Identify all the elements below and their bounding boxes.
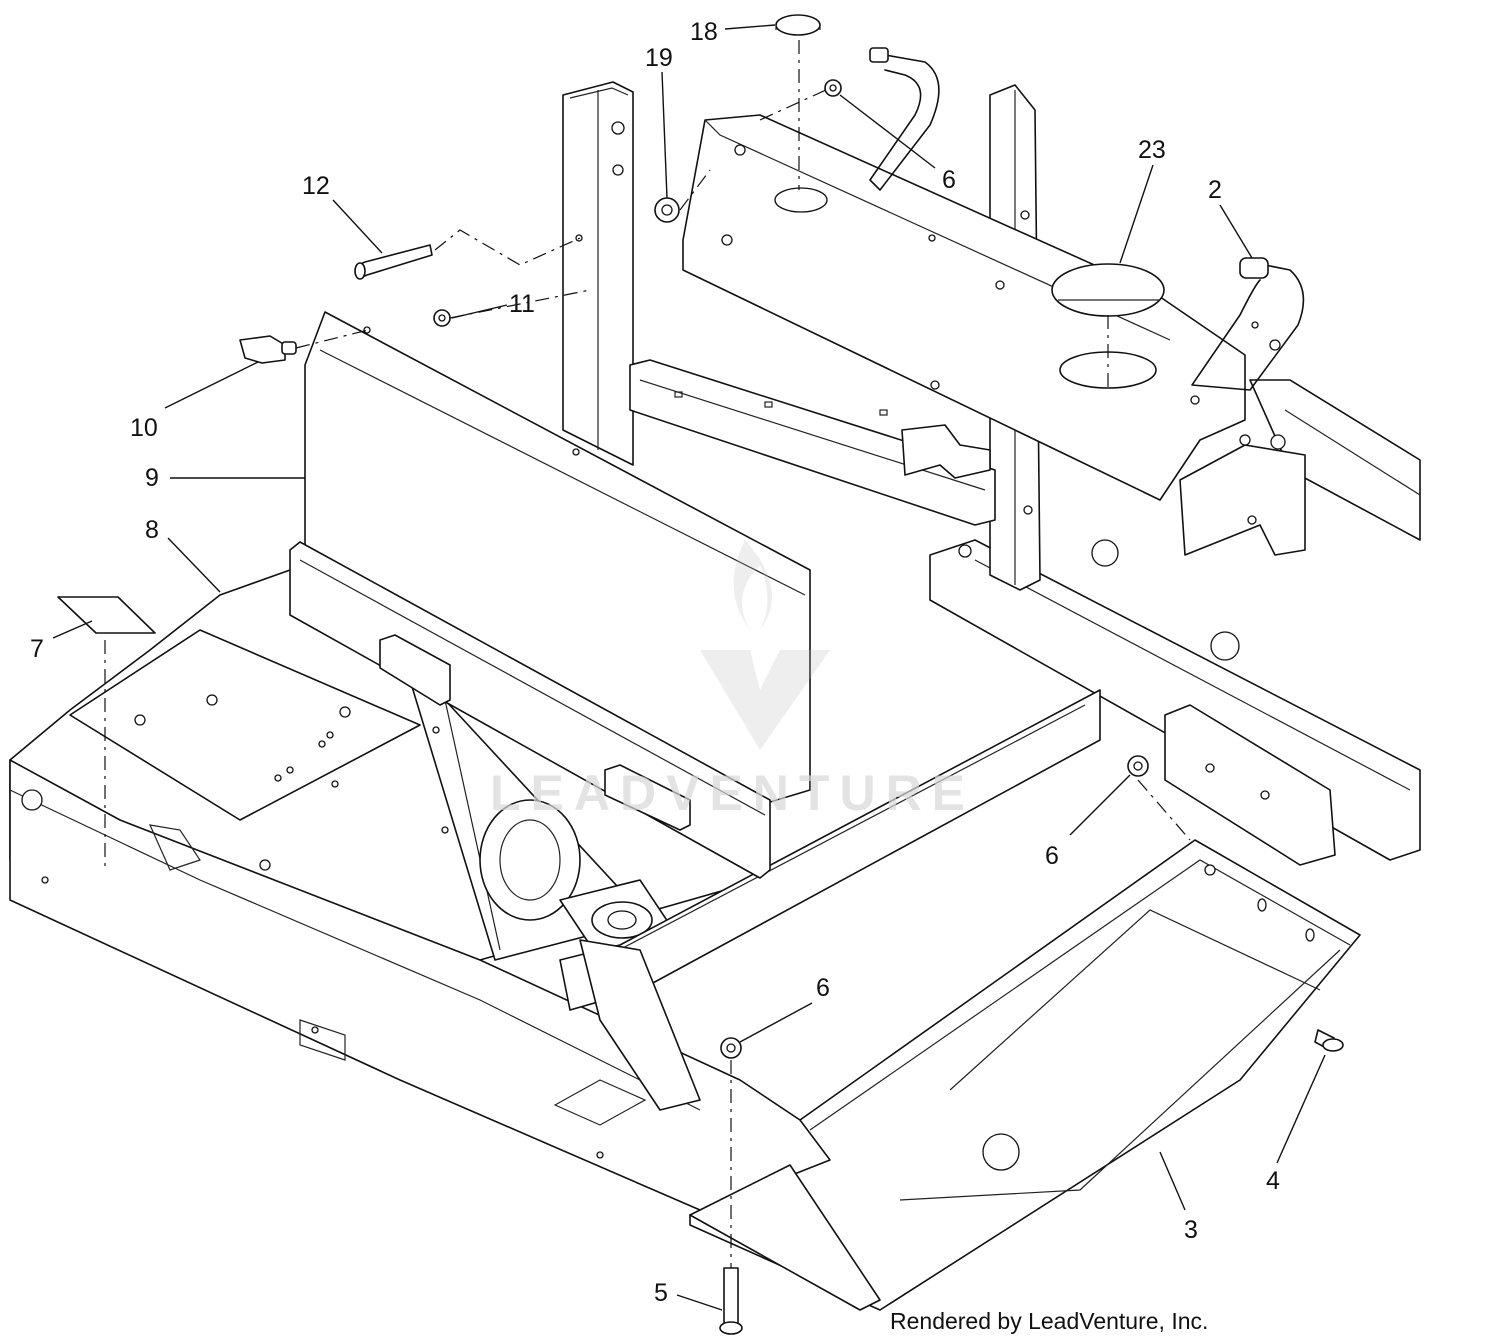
- mount-plate: [69, 629, 421, 821]
- right-frame-rail: [929, 539, 1421, 861]
- callout-5: 5: [654, 1279, 668, 1307]
- assembly-centerlines: [104, 40, 1191, 1268]
- decal-7: [57, 596, 156, 634]
- callout-10: 10: [130, 414, 158, 442]
- switch-10: [239, 335, 297, 364]
- callout-labels: 18 19 6 23 2 12 11 10 9 8 7 6 6 4 3 5: [30, 18, 1280, 1307]
- callout-6-right: 6: [1045, 842, 1059, 870]
- callout-8: 8: [145, 516, 159, 544]
- callout-2: 2: [1208, 176, 1222, 204]
- render-credit: Rendered by LeadVenture, Inc.: [890, 1308, 1209, 1334]
- pivot-arm: [579, 939, 701, 1111]
- nut-6-lower: [720, 1037, 742, 1059]
- left-upright-post: [562, 81, 634, 466]
- axle-housing: [479, 799, 681, 961]
- nut-6-top: [824, 79, 842, 97]
- lever-rear: [869, 47, 940, 191]
- cap-18: [775, 14, 821, 36]
- callout-23: 23: [1138, 136, 1166, 164]
- hinge-bracket: [901, 424, 991, 479]
- washer-19: [654, 197, 680, 223]
- watermark-logo: [700, 540, 830, 750]
- control-bracket-right: [1179, 434, 1306, 556]
- callout-18: 18: [690, 18, 718, 46]
- callout-11: 11: [509, 290, 535, 318]
- frame-bracket-right: [1164, 704, 1336, 866]
- callout-6-top: 6: [942, 166, 956, 194]
- tray-front-flange: [689, 1164, 881, 1311]
- callout-3: 3: [1184, 1216, 1198, 1244]
- main-cross-tube: [682, 114, 1246, 501]
- nut-6-right: [1127, 755, 1149, 777]
- lever-part-2: [1191, 257, 1305, 391]
- callout-12: 12: [302, 172, 330, 200]
- watermark-text: LEADVENTURE: [490, 765, 975, 821]
- callout-7: 7: [30, 635, 44, 663]
- center-rail: [559, 689, 1101, 1011]
- tray-part-3: [689, 839, 1361, 1311]
- nut-11: [433, 309, 451, 327]
- panel-clips: [379, 634, 691, 831]
- leader-lines: [52, 24, 1326, 1311]
- cross-brace: [629, 359, 996, 526]
- bolt-4: [1314, 1029, 1344, 1052]
- callout-6-lower: 6: [816, 974, 830, 1002]
- callout-19: 19: [645, 44, 673, 72]
- callout-4: 4: [1266, 1167, 1280, 1195]
- oval-plug-23: [1051, 263, 1165, 317]
- bolt-5: [719, 1267, 743, 1335]
- callout-9: 9: [145, 464, 159, 492]
- bolt-12: [354, 244, 433, 280]
